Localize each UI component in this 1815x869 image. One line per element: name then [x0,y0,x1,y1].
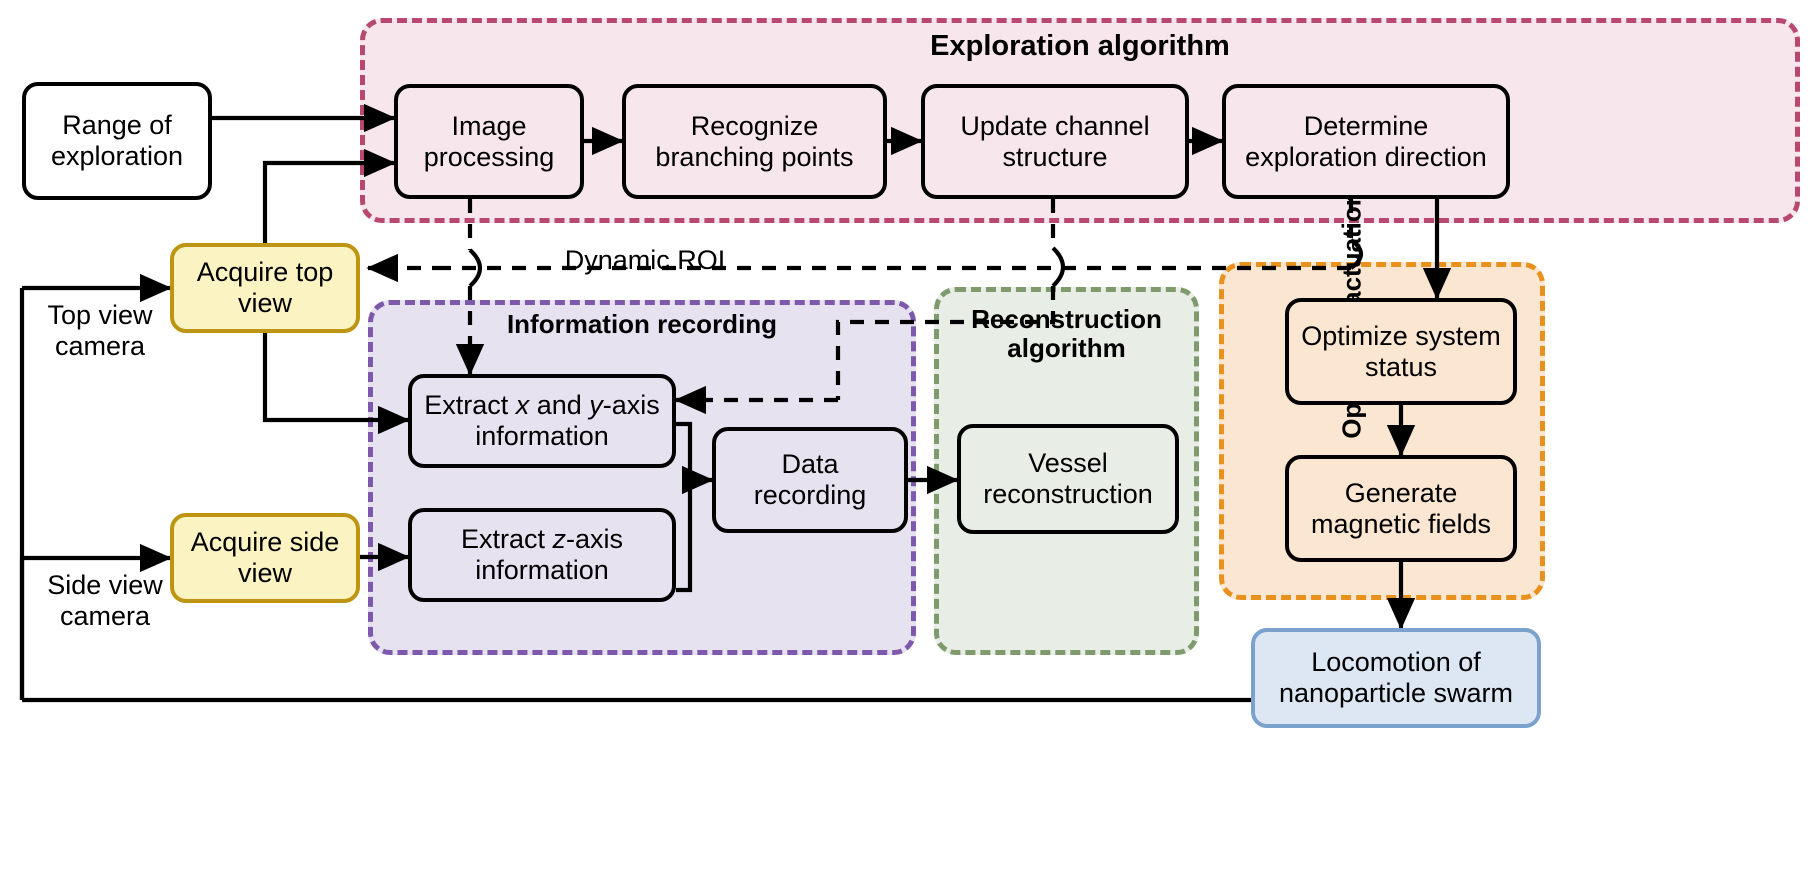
label-top-view-camera: Top view camera [47,300,153,362]
node-determine-exploration-direction[interactable]: Determine exploration direction [1222,84,1510,199]
node-optimize-system-status[interactable]: Optimize system status [1285,298,1517,405]
node-extract-x-y-axis-information[interactable]: Extract x and y-axis information [408,374,676,468]
node-recognize-branching-points[interactable]: Recognize branching points [622,84,887,199]
extract-z-suffix: -axis information [475,524,624,585]
extract-z-prefix: Extract [460,524,553,555]
panel-title-reconstruction-algorithm: Reconstruction algorithm [971,304,1162,364]
node-image-processing[interactable]: Image processing [394,84,584,199]
panel-title-information-recording: Information recording [506,309,778,339]
extract-xy-x-symbol: x [515,390,530,421]
node-vessel-reconstruction[interactable]: Vessel reconstruction [957,424,1179,534]
extract-xy-prefix: Extract [424,390,516,421]
extract-xy-suffix: -axis information [475,390,660,451]
node-data-recording[interactable]: Data recording [712,427,908,533]
node-update-channel-structure[interactable]: Update channel structure [921,84,1189,199]
panel-title-exploration-algorithm: Exploration algorithm [930,30,1230,62]
node-extract-z-axis-information[interactable]: Extract z-axis information [408,508,676,602]
node-acquire-top-view[interactable]: Acquire top view [170,243,360,333]
label-dynamic-roi: Dynamic ROI [564,245,726,275]
node-range-of-exploration[interactable]: Range of exploration [22,82,212,200]
node-generate-magnetic-fields[interactable]: Generate magnetic fields [1285,455,1517,562]
extract-xy-y-symbol: y [589,390,603,421]
extract-z-z-symbol: z [552,524,567,555]
extract-xy-conjunction: and [529,390,590,421]
label-side-view-camera: Side view camera [47,570,163,632]
node-acquire-side-view[interactable]: Acquire side view [170,513,360,603]
node-locomotion-of-nanoparticle-swarm[interactable]: Locomotion of nanoparticle swarm [1251,628,1541,728]
